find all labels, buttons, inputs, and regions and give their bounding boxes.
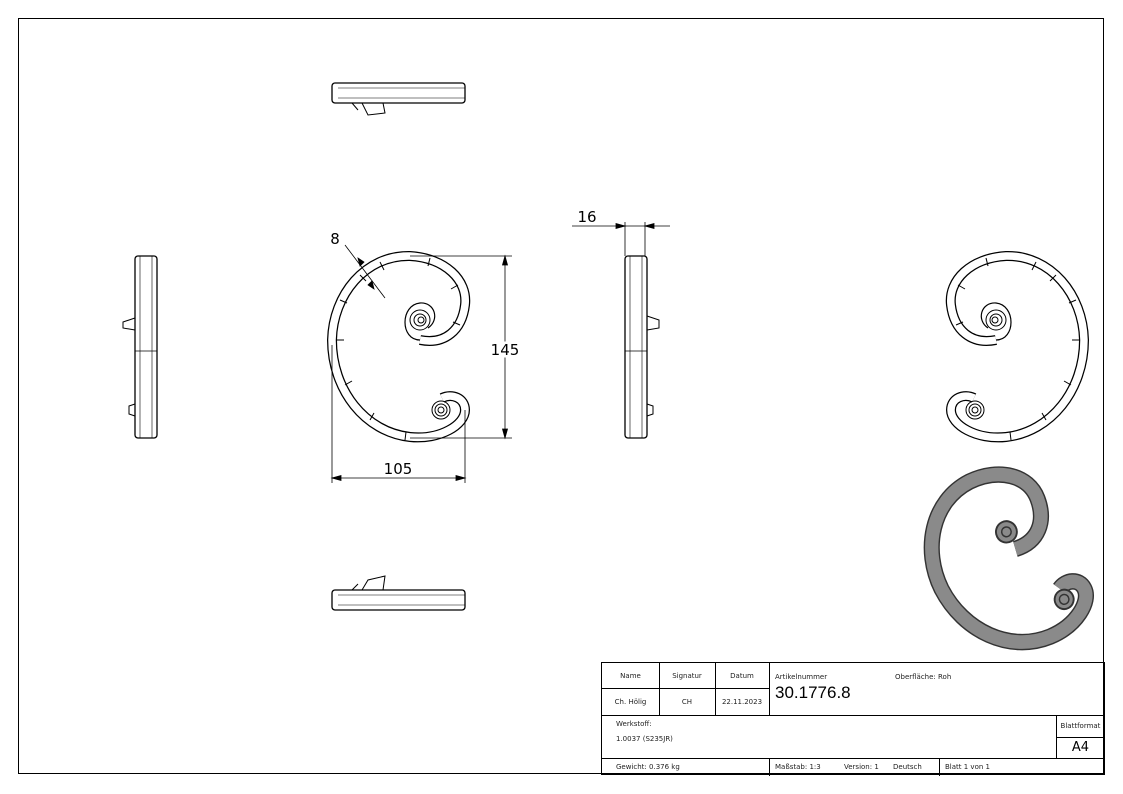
right-view (951, 256, 1084, 440)
language: Deutsch (893, 763, 922, 771)
date-label: Datum (730, 671, 754, 680)
sheet-number: Blatt 1 von 1 (945, 763, 990, 771)
front-view (332, 256, 465, 440)
dimension-width: 105 (384, 460, 413, 478)
sheet-format-value: A4 (1071, 740, 1090, 755)
dimension-thickness: 16 (577, 208, 596, 226)
material-value: 1.0037 (S235JR) (616, 735, 673, 743)
isometric-view (923, 466, 1094, 651)
name-value: Ch. Hölig (614, 697, 647, 706)
scale: Maßstab: 1:3 (775, 763, 821, 771)
weight: Gewicht: 0.376 kg (616, 763, 680, 771)
title-block: Name Signatur Datum Ch. Hölig CH 22.11.2… (601, 662, 1105, 776)
date-value: 22.11.2023 (721, 697, 763, 706)
signature-label: Signatur (672, 671, 702, 680)
signature-value: CH (681, 697, 693, 706)
dimension-band-width: 8 (330, 230, 340, 248)
dimension-height: 145 (491, 341, 520, 359)
version: Version: 1 (844, 763, 879, 771)
left-side-view (122, 255, 158, 439)
sheet-format-label: Blattformat (1060, 722, 1101, 730)
article-label: Artikelnummer (775, 673, 828, 681)
drawing-frame (18, 18, 1104, 774)
top-view (331, 82, 466, 116)
right-side-view (624, 255, 660, 439)
article-number: 30.1776.8 (775, 683, 851, 702)
material-label: Werkstoff: (616, 720, 652, 728)
surface-label: Oberfläche: Roh (895, 673, 952, 681)
name-label: Name (620, 671, 641, 680)
bottom-view (331, 575, 466, 611)
